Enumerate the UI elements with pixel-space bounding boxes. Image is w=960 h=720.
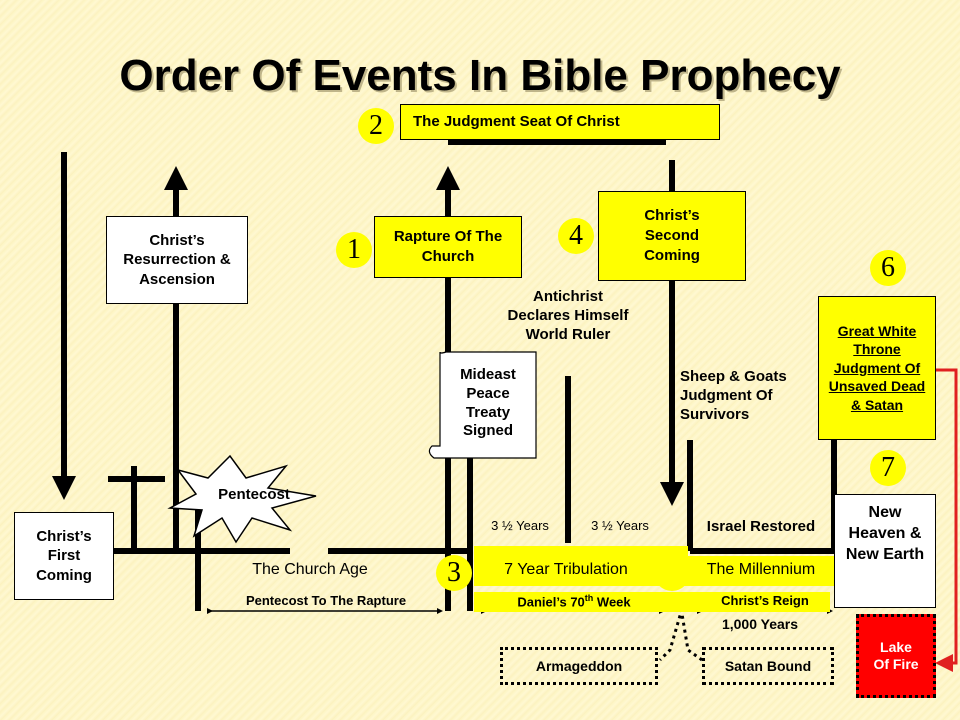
daniels-week-prefix: Daniel’s 70 (517, 594, 585, 610)
thousand-years-label: 1,000 Years (721, 616, 799, 632)
three-half-years-a: 3 ½ Years (491, 518, 549, 533)
marker-6: 6 (870, 250, 906, 286)
antichrist-label: Antichrist Declares Himself World Ruler (507, 288, 629, 343)
israel-restored-label: Israel Restored (706, 518, 816, 535)
armageddon-connector (658, 601, 686, 662)
marker-4: 4 (558, 218, 594, 254)
marker-3: 3 (436, 555, 472, 591)
three-half-years-b: 3 ½ Years (591, 518, 649, 533)
marker-2: 2 (358, 108, 394, 144)
pentecost-label: Pentecost (218, 486, 290, 503)
new-heaven-text: New Heaven & New Earth (845, 504, 925, 563)
satan-bound-connector (678, 601, 703, 662)
christs-reign-label: Christ’s Reign (721, 593, 809, 608)
pentecost-rapture-label: Pentecost To The Rapture (245, 593, 407, 608)
judgment-seat-box: The Judgment Seat Of Christ (400, 104, 720, 140)
lake-of-fire-box: Lake Of Fire (856, 614, 936, 698)
page-title: Order Of Events In Bible Prophecy (119, 51, 841, 100)
lake-arrow (935, 368, 958, 672)
scroll-shape (428, 351, 537, 459)
millennium-label: The Millennium (706, 561, 816, 578)
resurrection-box: Christ’s Resurrection & Ascension (106, 216, 248, 304)
daniels-week-sup: th (584, 593, 594, 603)
lake-of-fire-label: Lake Of Fire (873, 638, 919, 673)
great-white-throne-label: Great White Throne Judgment Of Unsaved D… (818, 296, 936, 440)
church-age-label: The Church Age (252, 561, 368, 578)
second-coming-box: Christ’s Second Coming (598, 191, 746, 281)
armageddon-box: Armageddon (500, 647, 658, 685)
daniels-band (474, 592, 830, 612)
great-white-throne-text: Great White Throne Judgment Of Unsaved D… (828, 322, 926, 413)
tribulation-band (474, 546, 688, 586)
pentecost-burst (167, 454, 317, 544)
rapture-box: Rapture Of The Church (374, 216, 522, 278)
great-white-throne-box (834, 494, 936, 608)
sheep-goats-label: Sheep & Goats Judgment Of Survivors (680, 368, 787, 423)
tribulation-label: 7 Year Tribulation (504, 561, 628, 578)
marker-1: 1 (336, 232, 372, 268)
first-coming-box: Christ’s First Coming (14, 512, 114, 600)
daniels-week-label: Daniel’s 70th Week (484, 593, 664, 611)
daniels-week-suffix: Week (593, 594, 631, 610)
millennium-band (688, 556, 834, 586)
satan-bound-box: Satan Bound (702, 647, 834, 685)
mideast-treaty-label: Mideast Peace Treaty Signed (460, 366, 516, 440)
marker-7: 7 (870, 450, 906, 486)
